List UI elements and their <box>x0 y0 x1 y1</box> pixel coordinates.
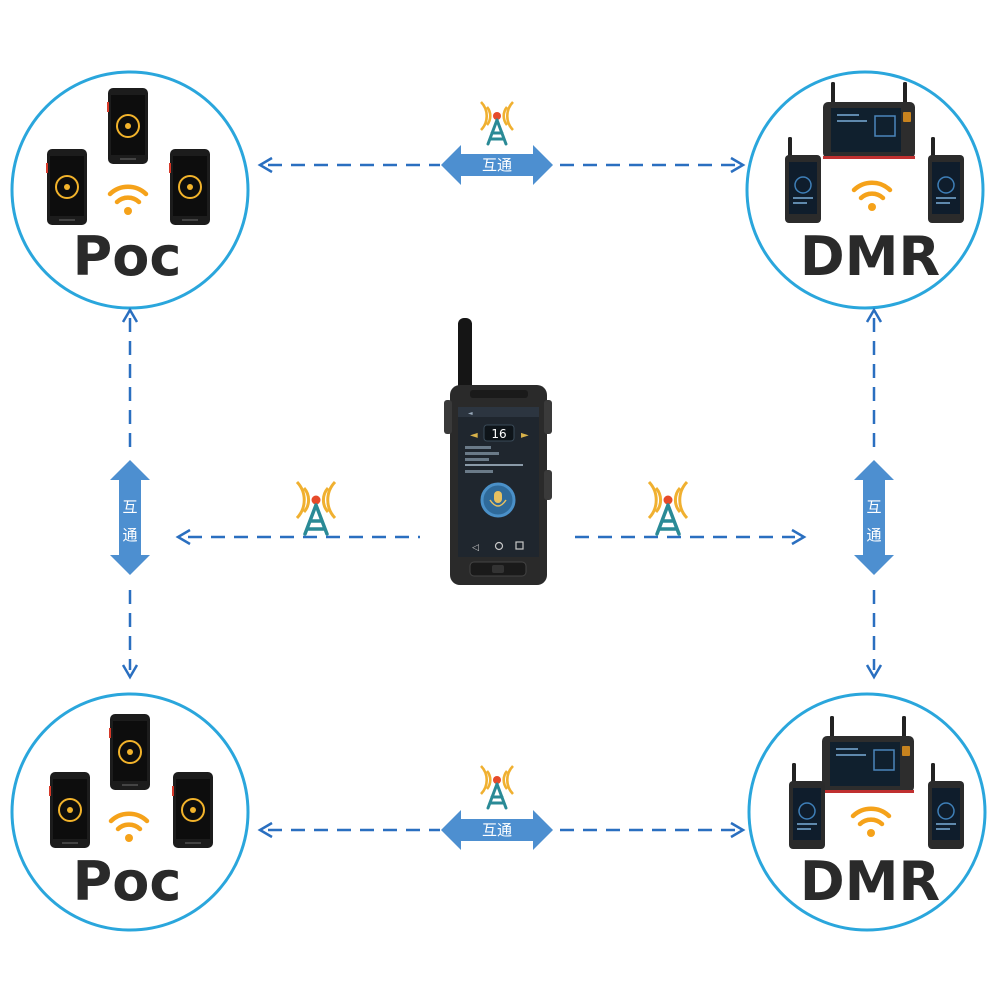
antenna <box>458 318 472 400</box>
bidirectional-arrow-icon <box>854 460 894 575</box>
link-label: 互通 <box>482 156 512 174</box>
poc-phone-icon <box>108 713 151 791</box>
link-label: 互通 <box>482 821 512 839</box>
arrowhead-down-icon <box>865 664 883 680</box>
node-label: Poc <box>73 225 182 288</box>
signal-tower-icon <box>479 764 515 810</box>
bidirectional-arrow-icon <box>110 460 150 575</box>
arrowhead-right-icon <box>730 821 746 839</box>
arrowhead-up-icon <box>121 307 139 323</box>
arrowhead-right-icon <box>791 528 807 546</box>
svg-text:►: ► <box>521 430 529 441</box>
center-device: ◄ ◄ ► 16 ◁ <box>444 318 552 585</box>
link-center-left <box>175 480 420 546</box>
arrowhead-right-icon <box>730 156 746 174</box>
link-right: 互 通 <box>854 307 894 680</box>
poc-phone-icon <box>48 771 91 849</box>
link-label: 通 <box>122 526 137 544</box>
signal-tower-icon <box>647 480 689 536</box>
link-left: 互 通 <box>110 307 150 680</box>
poc-phone-icon <box>106 87 149 165</box>
link-bottom: 互通 <box>257 764 746 850</box>
arrowhead-up-icon <box>865 307 883 323</box>
link-top: 互通 <box>257 100 746 185</box>
link-center-right <box>575 480 807 546</box>
node-top-left: Poc <box>10 70 250 310</box>
link-label: 互 <box>122 498 137 516</box>
node-bottom-right: DMR <box>747 692 987 932</box>
svg-text:◄: ◄ <box>468 410 473 417</box>
arrowhead-down-icon <box>121 664 139 680</box>
bidirectional-arrow-icon <box>441 810 553 850</box>
arrowhead-left-icon <box>175 528 191 546</box>
node-bottom-left: Poc <box>10 692 250 932</box>
bidirectional-arrow-icon <box>441 145 553 185</box>
link-label: 互 <box>866 498 881 516</box>
channel-display: 16 <box>491 427 506 441</box>
node-circle <box>747 692 987 932</box>
arrowhead-left-icon <box>257 821 273 839</box>
arrowhead-left-icon <box>257 156 273 174</box>
node-circle <box>745 70 985 310</box>
signal-tower-icon <box>295 480 337 536</box>
svg-text:◁: ◁ <box>472 543 479 553</box>
node-label: DMR <box>800 225 940 288</box>
node-top-right: DMR <box>745 70 985 310</box>
svg-text:◄: ◄ <box>470 430 478 441</box>
link-label: 通 <box>866 526 881 544</box>
node-label: Poc <box>73 850 182 913</box>
microphone-icon <box>494 491 502 503</box>
signal-tower-icon <box>479 100 515 146</box>
poc-phone-icon <box>45 148 88 226</box>
node-label: DMR <box>800 850 940 913</box>
poc-phone-icon <box>168 148 211 226</box>
poc-phone-icon <box>171 771 214 849</box>
